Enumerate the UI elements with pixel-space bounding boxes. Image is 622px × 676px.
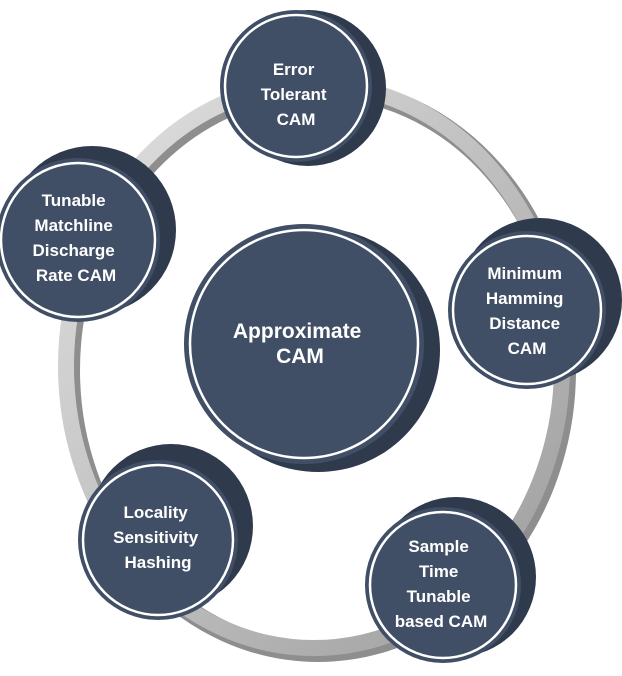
center-label-line: CAM	[276, 345, 324, 368]
node-label-line: Distance	[489, 314, 560, 333]
center-node: Approximate CAM	[184, 224, 440, 472]
node-label-line: Hashing	[124, 553, 191, 572]
node-tunable-matchline-discharge-rate-cam-label: Tunable Matchline Discharge Rate CAM	[33, 191, 120, 285]
node-minimum-hamming-distance-cam-label: Minimum Hamming Distance CAM	[486, 264, 568, 358]
node-label-line: Discharge	[33, 241, 115, 260]
center-node-label: Approximate CAM	[233, 320, 367, 368]
node-label-line: Sensitivity	[113, 528, 199, 547]
node-label-line: Error	[273, 60, 315, 79]
node-error-tolerant-cam: Error Tolerant CAM	[220, 10, 386, 166]
node-locality-sensitivity-hashing: Locality Sensitivity Hashing	[78, 444, 253, 620]
node-label-line: Sample	[408, 537, 468, 556]
node-minimum-hamming-distance-cam: Minimum Hamming Distance CAM	[448, 218, 622, 389]
node-label-line: CAM	[508, 339, 547, 358]
node-label-line: Tunable	[407, 587, 471, 606]
node-locality-sensitivity-hashing-label: Locality Sensitivity Hashing	[113, 503, 203, 572]
node-label-line: Time	[419, 562, 458, 581]
node-label-line: based CAM	[395, 612, 488, 631]
node-label-line: Locality	[124, 503, 189, 522]
node-label-line: Tunable	[42, 191, 106, 210]
node-sample-time-tunable-cam: Sample Time Tunable based CAM	[365, 497, 536, 663]
center-label-line: Approximate	[233, 320, 361, 343]
node-label-line: Rate CAM	[36, 266, 116, 285]
node-label-line: Tolerant	[261, 85, 327, 104]
node-label-line: Hamming	[486, 289, 563, 308]
node-label-line: Matchline	[34, 216, 112, 235]
node-label-line: Minimum	[487, 264, 562, 283]
node-sample-time-tunable-cam-label: Sample Time Tunable based CAM	[395, 537, 488, 631]
node-label-line: CAM	[277, 110, 316, 129]
node-tunable-matchline-discharge-rate-cam: Tunable Matchline Discharge Rate CAM	[0, 146, 176, 322]
node-error-tolerant-cam-label: Error Tolerant CAM	[261, 60, 332, 129]
